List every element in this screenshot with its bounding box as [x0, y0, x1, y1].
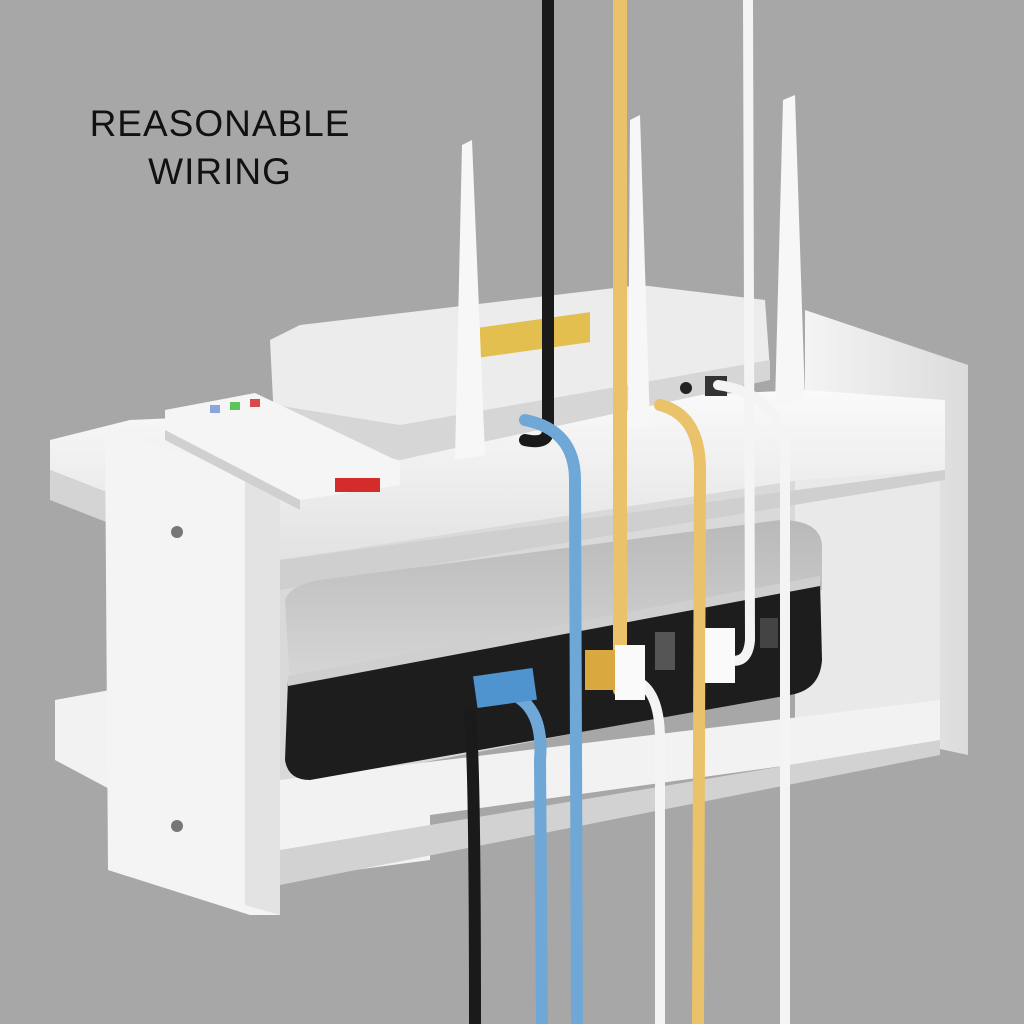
remote-control: [165, 393, 400, 510]
wifi-router: [270, 95, 805, 460]
network-cables: [464, 0, 791, 1024]
caption: REASONABLE WIRING: [60, 100, 380, 196]
set-top-box: [285, 520, 822, 780]
caption-line-2: WIRING: [148, 151, 292, 192]
caption-line-1: REASONABLE: [89, 103, 351, 144]
